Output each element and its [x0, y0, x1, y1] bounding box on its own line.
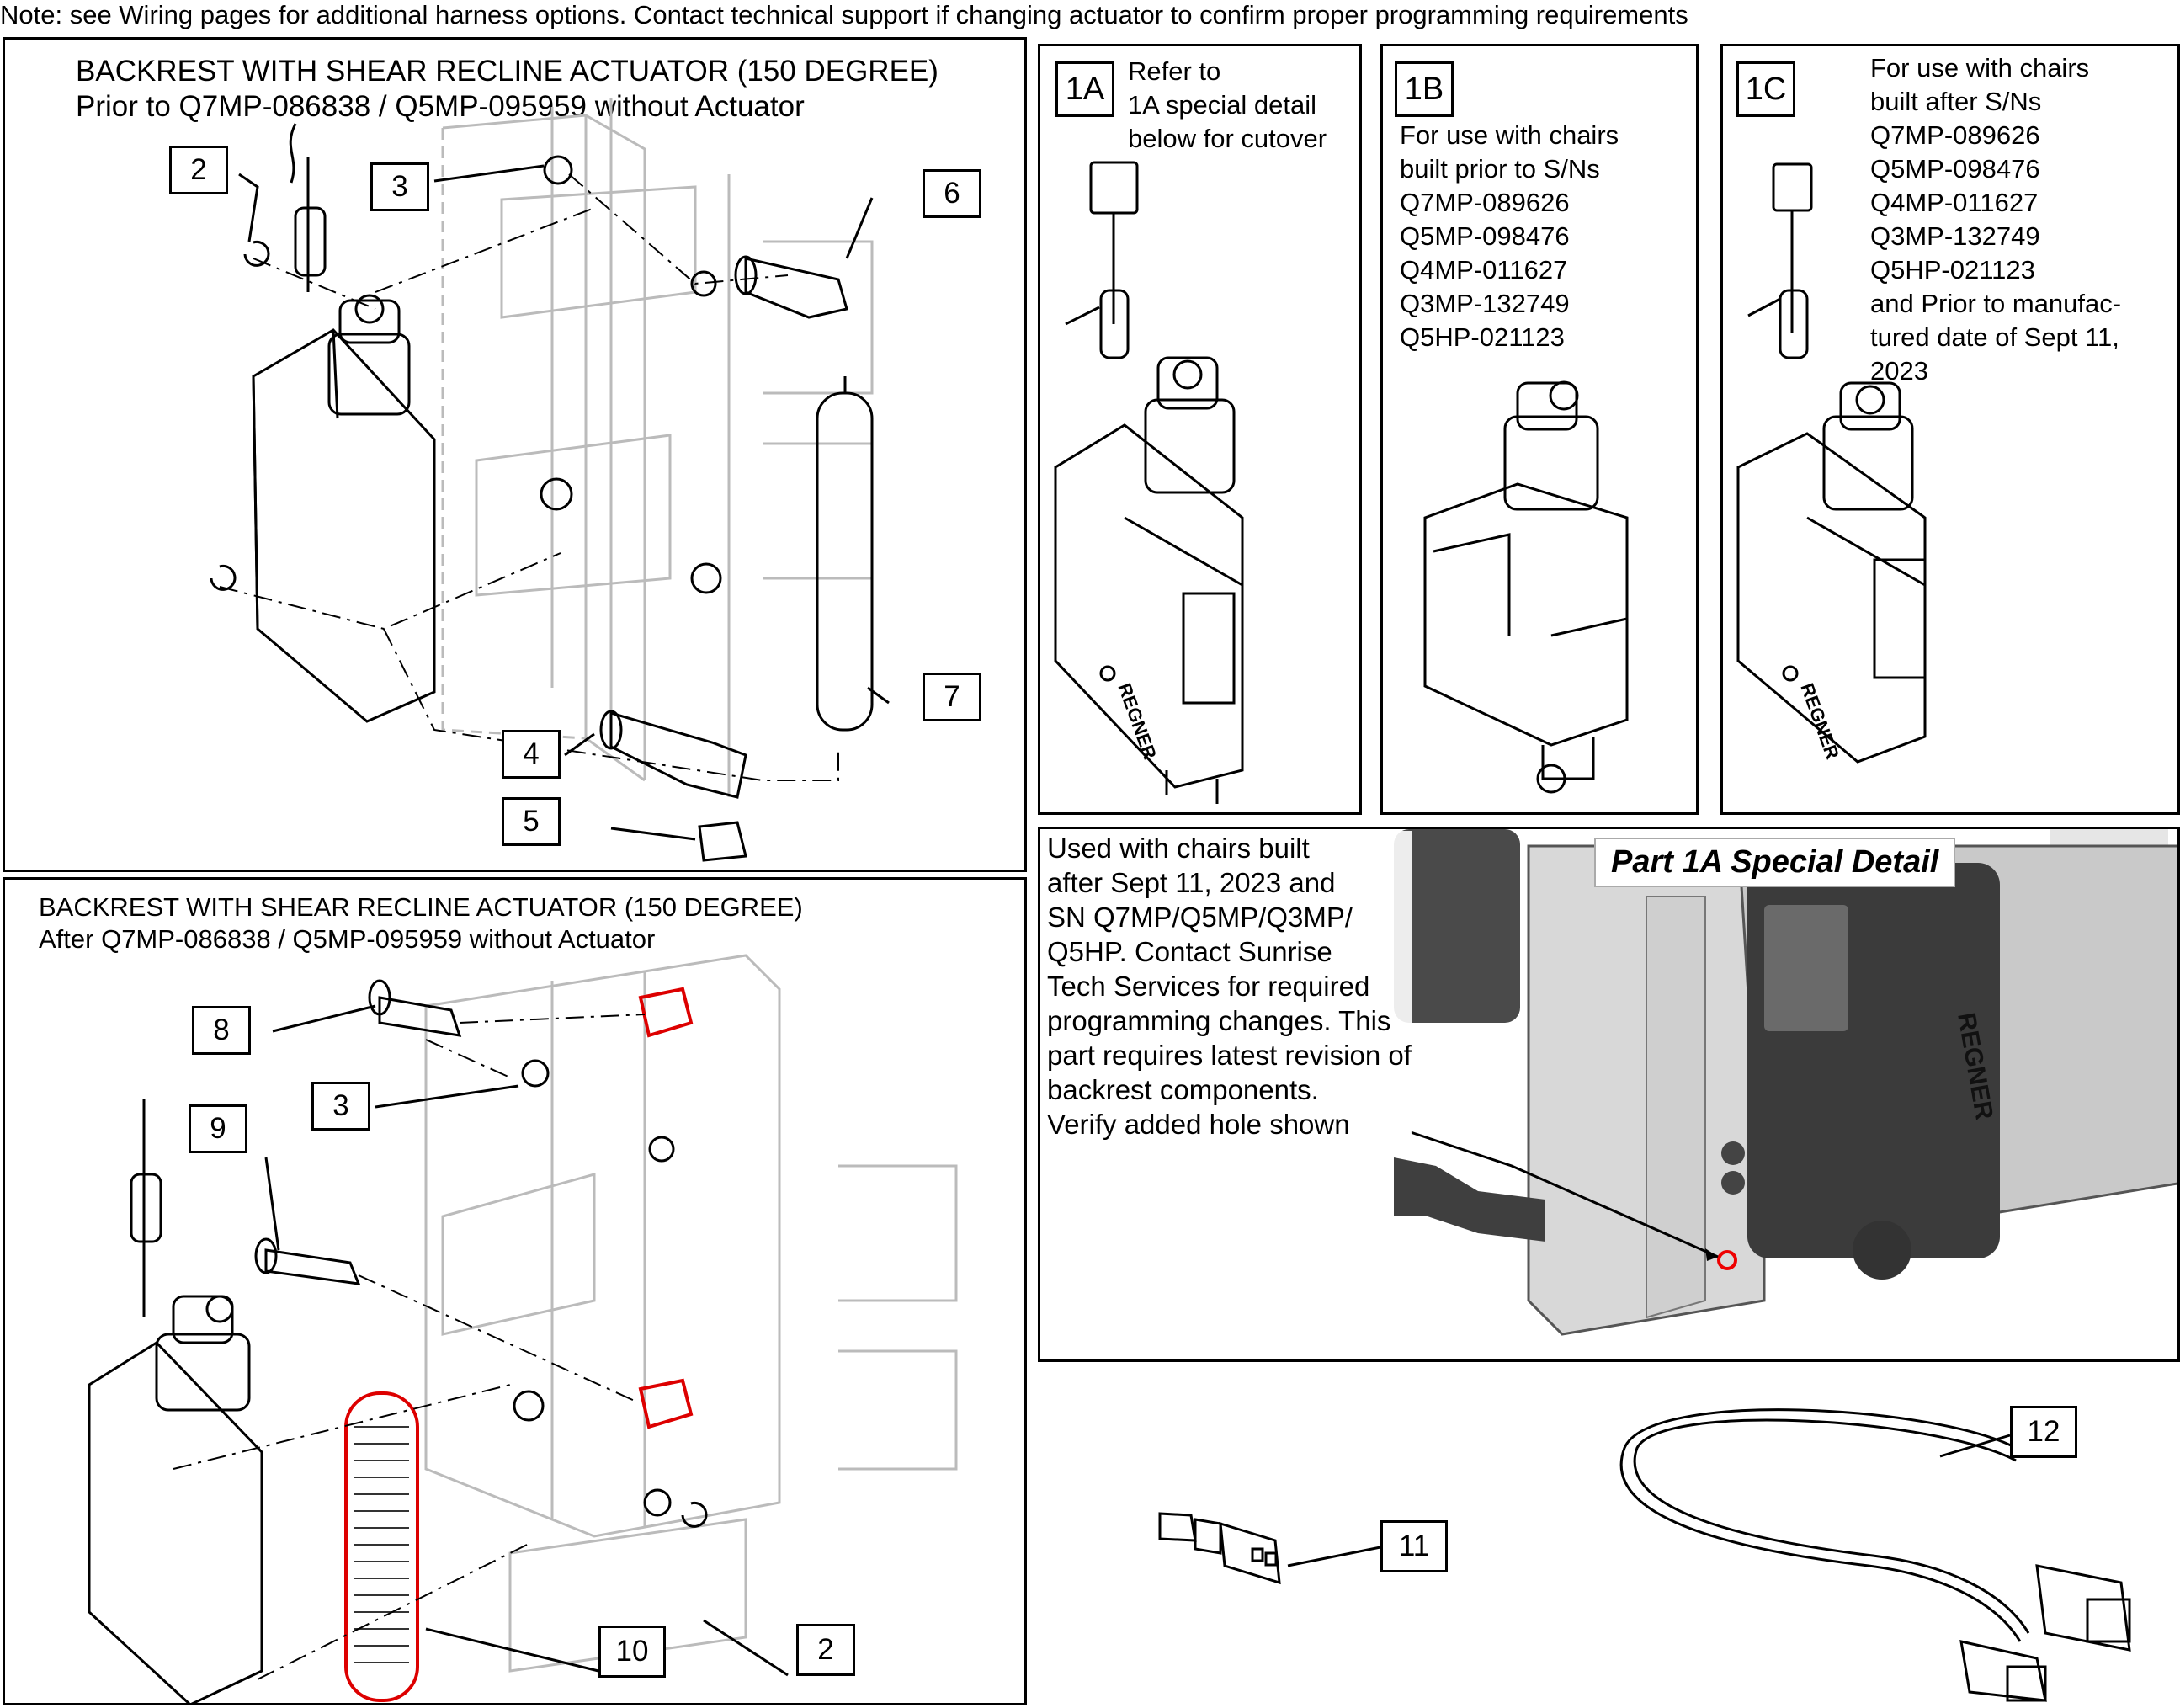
panel-1b: 1B For use with chairs built prior to S/…	[1380, 44, 1699, 815]
panel-text: For use with chairs built prior to S/Ns …	[1400, 120, 1619, 352]
brand-logo: REGNER	[1114, 680, 1161, 762]
added-hole-marker	[1717, 1250, 1737, 1270]
panel-prior-actuator: BACKREST WITH SHEAR RECLINE ACTUATOR (15…	[3, 37, 1027, 872]
special-detail-render: REGNER	[1394, 829, 2177, 1336]
actuator-1a-drawing: REGNER	[1054, 161, 1244, 804]
callout-10: 10	[598, 1626, 666, 1678]
actuator-1b-drawing	[1423, 380, 1629, 794]
actuator-1c-drawing: REGNER	[1736, 162, 1927, 764]
top-note: Note: see Wiring pages for additional ha…	[0, 0, 1688, 29]
callout-9: 9	[189, 1104, 247, 1153]
callout-12: 12	[2010, 1406, 2077, 1458]
panel-title-line2: After Q7MP-086838 / Q5MP-095959 without …	[39, 924, 656, 954]
panel-label: 1B	[1395, 61, 1454, 117]
panel-1a: 1A Refer to 1A special detail below for …	[1038, 44, 1362, 815]
panel-label: 1C	[1736, 61, 1795, 117]
panel-after-actuator: BACKREST WITH SHEAR RECLINE ACTUATOR (15…	[3, 877, 1027, 1705]
panel-title-line1: BACKREST WITH SHEAR RECLINE ACTUATOR (15…	[76, 55, 938, 88]
panel-title-line2: Prior to Q7MP-086838 / Q5MP-095959 witho…	[76, 90, 805, 123]
callout-5: 5	[502, 797, 561, 846]
panel-text: For use with chairs built after S/Ns Q7M…	[1870, 53, 2122, 386]
panel-title-line1: BACKREST WITH SHEAR RECLINE ACTUATOR (15…	[39, 892, 803, 922]
callout-8: 8	[192, 1006, 251, 1055]
panel-special-detail: REGNER Part 1A Special Detail Used with …	[1038, 827, 2180, 1362]
callout-4: 4	[502, 730, 561, 779]
callout-2: 2	[169, 146, 228, 194]
exploded-view-drawing	[210, 98, 890, 862]
callout-3: 3	[370, 162, 429, 211]
panel-text: Refer to 1A special detail below for cut…	[1128, 56, 1327, 153]
panel-label: 1A	[1055, 61, 1114, 117]
exploded-view-drawing	[88, 954, 958, 1703]
brand-logo: REGNER	[1796, 680, 1843, 762]
callout-7: 7	[923, 673, 981, 721]
panel-1c: 1C For use with chairs built after S/Ns …	[1720, 44, 2180, 815]
special-detail-title: Part 1A Special Detail	[1594, 838, 1956, 887]
callout-3: 3	[311, 1082, 370, 1131]
callout-2: 2	[796, 1624, 855, 1676]
callout-11: 11	[1380, 1520, 1448, 1572]
callout-6: 6	[923, 169, 981, 218]
special-detail-text: Used with chairs built after Sept 11, 20…	[1047, 831, 1412, 1141]
